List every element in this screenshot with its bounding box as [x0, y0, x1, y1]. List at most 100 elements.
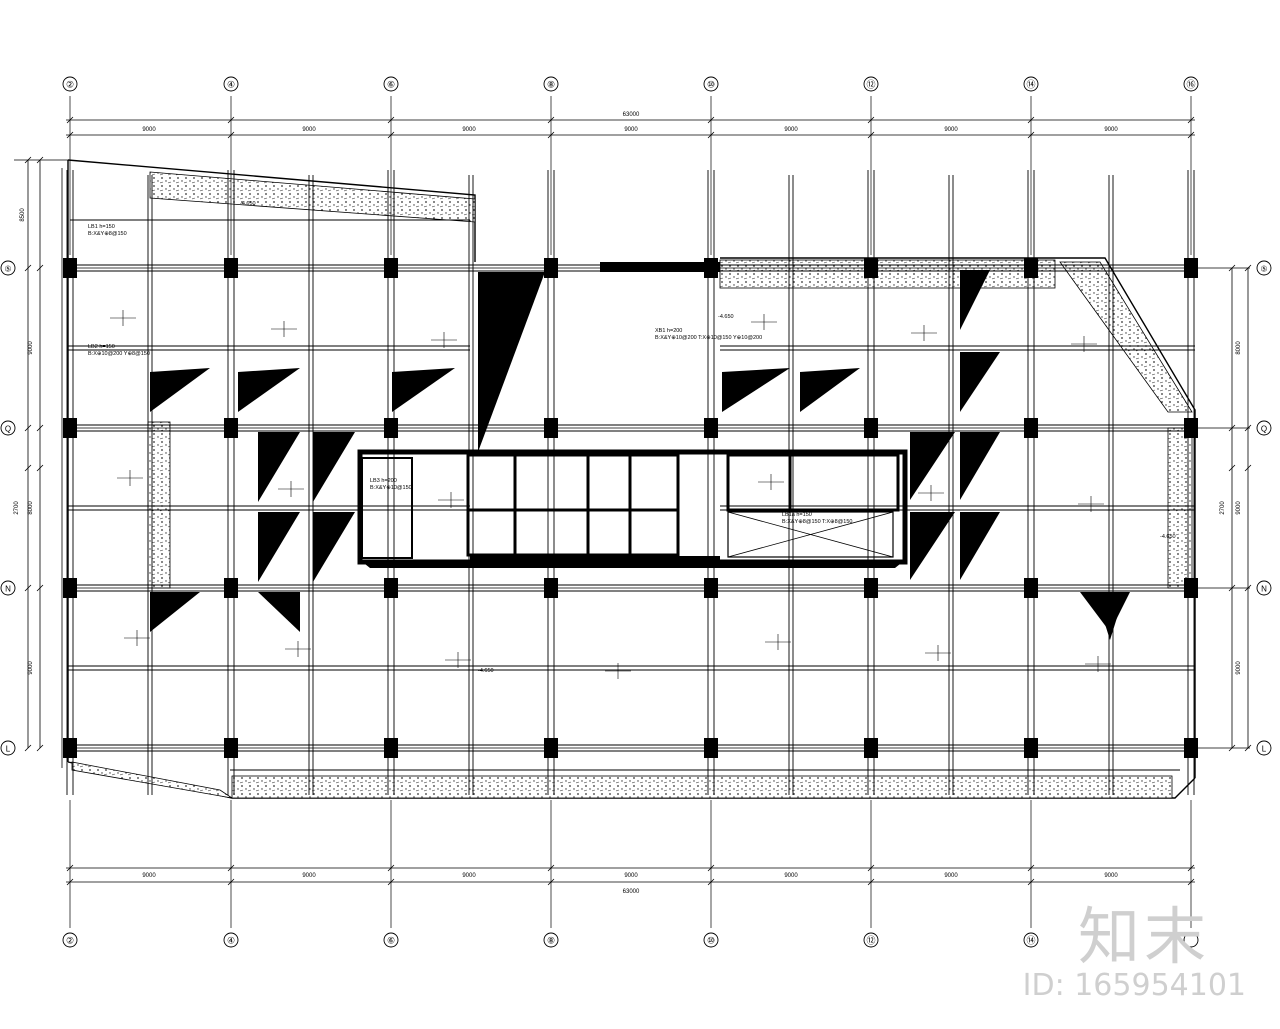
top-span-6: 9000 [944, 127, 958, 133]
left-dim-4: 8000 [28, 501, 34, 515]
bubble-circle [223, 76, 239, 92]
bubble-circle [0, 580, 16, 596]
bottom-span-2: 9000 [302, 873, 316, 879]
column [1024, 738, 1038, 758]
watermark-brand: 知末 [1077, 900, 1210, 973]
bubble-label: ⑯ [1186, 80, 1195, 90]
dim-tick [24, 584, 32, 592]
column [63, 578, 77, 598]
bubble-circle [0, 260, 16, 276]
bottom-span-4: 9000 [624, 873, 638, 879]
grid-bubble-row: N [1256, 580, 1272, 596]
column [1024, 418, 1038, 438]
left-dim-1: 8500 [20, 208, 26, 222]
bubble-circle [1256, 580, 1272, 596]
elevation-4: -4.650 [1160, 534, 1176, 540]
bubble-label: ⑥ [387, 80, 395, 90]
top-total-dim: 63000 [623, 112, 640, 118]
column [384, 578, 398, 598]
xb1-note: XB1 h=200 [655, 328, 682, 334]
bubble-label: L [6, 745, 11, 754]
column [864, 738, 878, 758]
bubble-circle [703, 76, 719, 92]
bottom-span-1: 9000 [142, 873, 156, 879]
lb3-note: LB3 h=200 [370, 478, 397, 484]
bubble-label: ② [66, 80, 74, 90]
column [384, 738, 398, 758]
bubble-label: ⑫ [866, 936, 875, 946]
core-walls [357, 449, 908, 568]
bubble-circle [383, 76, 399, 92]
column [544, 578, 558, 598]
haunch-shapes [150, 262, 1130, 640]
bubble-circle [863, 932, 879, 948]
lb2-reinf: B:X⊕10@200 Y⊕8@150 [88, 351, 150, 357]
column [384, 258, 398, 278]
bubble-label: ⑤ [4, 265, 11, 274]
column [224, 578, 238, 598]
bubble-circle [62, 932, 78, 948]
rebar-annotations [110, 310, 1111, 679]
bubble-circle [1256, 740, 1272, 756]
grid-bubble-row: N [0, 580, 16, 596]
grid-bubble-col: ⑭ [1023, 932, 1039, 948]
dim-tick [24, 424, 32, 432]
column [704, 578, 718, 598]
bubble-circle [0, 740, 16, 756]
column [63, 258, 77, 278]
top-span-7: 9000 [1104, 127, 1118, 133]
dim-tick [24, 744, 32, 752]
column [704, 738, 718, 758]
bubble-label: N [5, 585, 11, 594]
column [1184, 258, 1198, 278]
left-dim-2: 9000 [28, 341, 34, 355]
columns [63, 258, 1198, 758]
column [63, 418, 77, 438]
top-span-2: 9000 [302, 127, 316, 133]
grid-bubble-col: ④ [223, 76, 239, 92]
column [1184, 418, 1198, 438]
xb1-reinf: B:X&Y⊕10@200 T:X⊕10@150 Y⊕10@200 [655, 335, 762, 341]
elevation-marks: -4.650 -4.650 -4.650 -4.650 [240, 201, 1176, 674]
grid-bubble-col: ⑫ [863, 932, 879, 948]
side-dimension-texts: 8500 9000 2700 8000 9000 8000 2700 9000 … [14, 208, 1242, 675]
bubble-label: N [1261, 585, 1267, 594]
bubble-circle [1183, 932, 1199, 948]
lb1a-reinf: B:X&Y⊕8@150 T:X⊕8@150 [782, 519, 852, 525]
grid-bubble-col: ② [62, 932, 78, 948]
column [384, 418, 398, 438]
bubble-label: ⑩ [707, 936, 715, 946]
dim-tick [24, 264, 32, 272]
bubble-circle [543, 76, 559, 92]
bubble-circle [1256, 260, 1272, 276]
grid-bubble-col: ⑯ [1183, 76, 1199, 92]
right-dim-2: 2700 [1220, 501, 1226, 515]
bubble-circle [383, 932, 399, 948]
bubble-circle [1183, 76, 1199, 92]
top-span-5: 9000 [784, 127, 798, 133]
grid-bubble-col: ⑩ [703, 932, 719, 948]
bubble-circle [223, 932, 239, 948]
bottom-span-7: 9000 [1104, 873, 1118, 879]
top-span-4: 9000 [624, 127, 638, 133]
grid-bubble-row: L [0, 740, 16, 756]
bubble-circle [1023, 932, 1039, 948]
bubble-label: ⑧ [547, 936, 555, 946]
column [224, 738, 238, 758]
dim-tick [36, 584, 44, 592]
elevation-2: -4.650 [718, 314, 734, 320]
bubble-label: ⑧ [547, 80, 555, 90]
grid-bubble-col: ⑧ [543, 76, 559, 92]
dimension-lines [14, 116, 1252, 886]
column [224, 418, 238, 438]
grid-bubble-row: Q [1256, 420, 1272, 436]
column [864, 578, 878, 598]
grid-bubble-col: ⑥ [383, 932, 399, 948]
top-span-3: 9000 [462, 127, 476, 133]
elevation-1: -4.650 [240, 201, 256, 207]
dim-tick [1228, 464, 1236, 472]
grid-bubble-col: ② [62, 76, 78, 92]
column [544, 418, 558, 438]
